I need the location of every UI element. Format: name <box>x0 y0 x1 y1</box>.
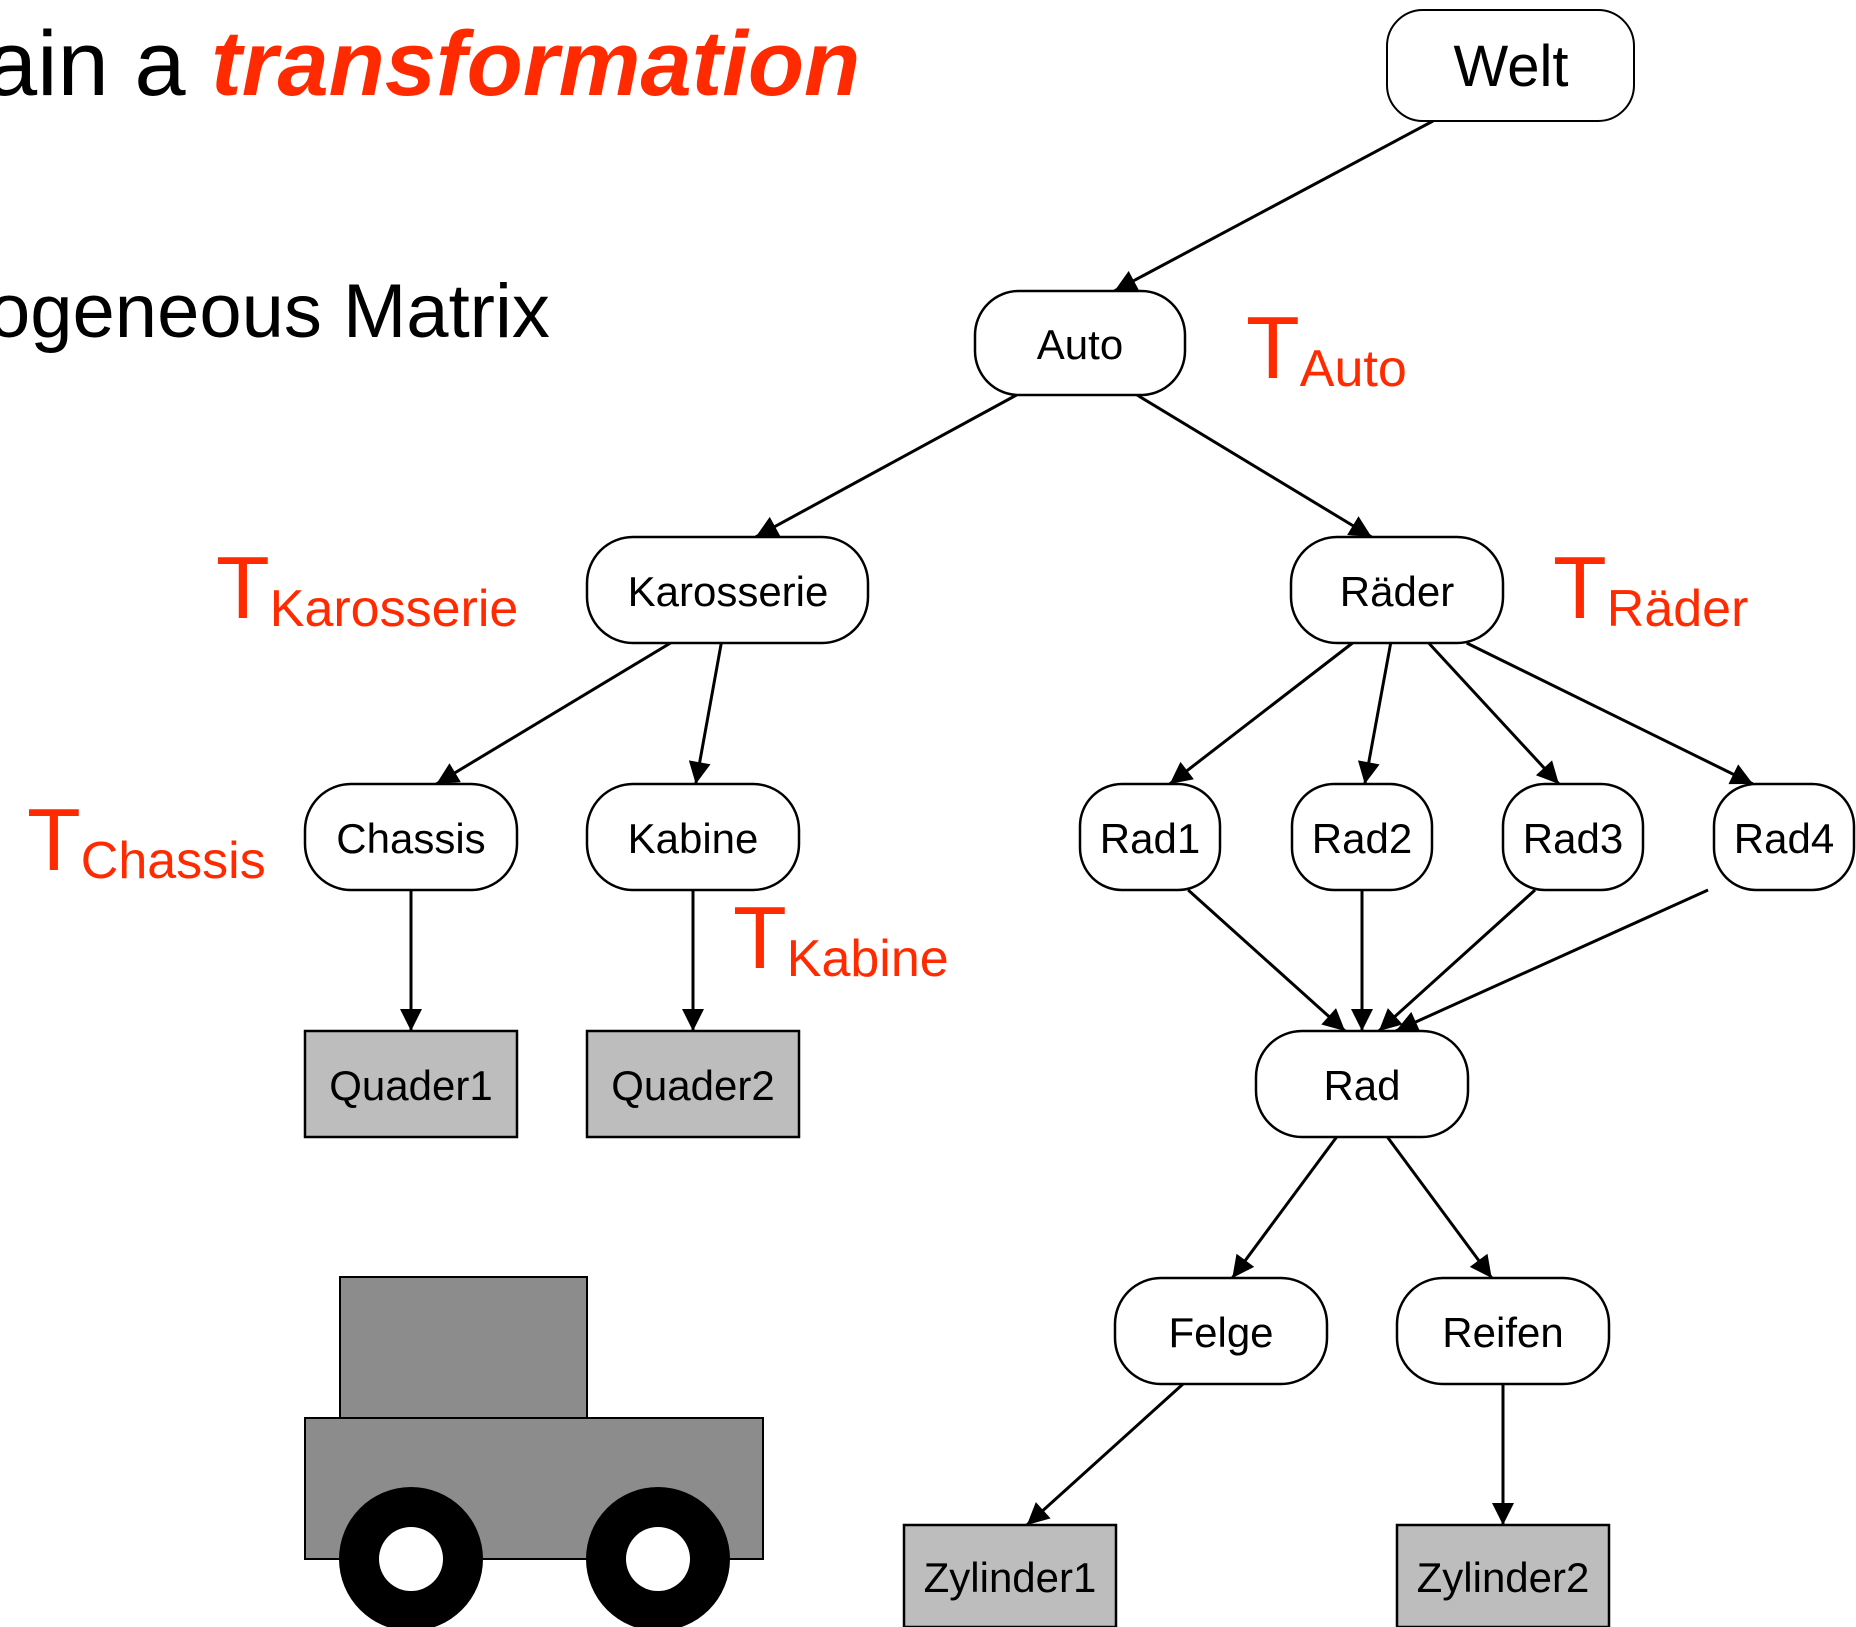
edge-karosserie-to-chassis <box>435 641 672 786</box>
node-rad4: Rad4 <box>1712 782 1856 892</box>
edge-rad4-to-rad <box>1395 888 1709 1033</box>
car-cabin <box>339 1276 588 1422</box>
node-rad1: Rad1 <box>1078 782 1222 892</box>
transform-label-auto: TAuto <box>1246 298 1407 398</box>
node-rad3-label: Rad3 <box>1523 815 1623 862</box>
shape-zylinder2-label: Zylinder2 <box>1417 1554 1590 1601</box>
node-rad2-label: Rad2 <box>1312 815 1412 862</box>
node-karosserie: Karosserie <box>585 535 870 645</box>
slide-title-prefix: ain a <box>0 13 212 115</box>
node-rad1-label: Rad1 <box>1100 815 1200 862</box>
car-wheel-right <box>586 1487 730 1627</box>
edge-rad-to-reifen <box>1386 1136 1493 1279</box>
transform-label-raeder: TRäder <box>1553 538 1748 638</box>
node-rad2: Rad2 <box>1290 782 1434 892</box>
transform-label-kabine: TKabine <box>733 888 949 988</box>
edge-raeder-to-rad3 <box>1427 641 1561 786</box>
node-chassis-label: Chassis <box>336 815 485 862</box>
shape-zylinder1: Zylinder1 <box>902 1523 1118 1627</box>
node-raeder-label: Räder <box>1340 568 1454 615</box>
shape-zylinder1-label: Zylinder1 <box>924 1554 1097 1601</box>
edge-auto-to-raeder <box>1136 393 1373 539</box>
edge-rad-to-felge <box>1231 1136 1338 1279</box>
node-raeder: Räder <box>1289 535 1505 645</box>
edge-auto-to-karosserie <box>754 393 1018 539</box>
transform-label-karosserie: TKarosserie <box>216 538 518 638</box>
node-rad-label: Rad <box>1323 1062 1400 1109</box>
node-rad: Rad <box>1254 1029 1470 1139</box>
node-rad4-label: Rad4 <box>1734 815 1834 862</box>
slide-title: ain a transformation <box>0 8 860 120</box>
slide-bullet: ogeneous Matrix <box>0 269 550 354</box>
shape-quader1: Quader1 <box>303 1029 519 1139</box>
car-wheel-left <box>339 1487 483 1627</box>
node-felge: Felge <box>1113 1276 1329 1386</box>
node-reifen-label: Reifen <box>1442 1309 1563 1356</box>
node-kabine: Kabine <box>585 782 801 892</box>
edge-felge-to-zylinder1 <box>1025 1382 1185 1527</box>
node-rad3: Rad3 <box>1501 782 1645 892</box>
node-chassis: Chassis <box>303 782 519 892</box>
edge-rad3-to-rad <box>1377 888 1537 1033</box>
edge-raeder-to-rad1 <box>1168 641 1354 786</box>
edge-karosserie-to-kabine <box>688 642 723 785</box>
node-welt-label: Welt <box>1454 34 1569 99</box>
edge-raeder-to-rad2 <box>1357 642 1393 785</box>
node-kabine-label: Kabine <box>628 815 759 862</box>
transform-label-chassis: TChassis <box>27 790 266 890</box>
node-auto-label: Auto <box>1037 321 1123 368</box>
edge-rad1-to-rad <box>1187 888 1347 1033</box>
shape-quader2-label: Quader2 <box>611 1062 774 1109</box>
shape-zylinder2: Zylinder2 <box>1395 1523 1611 1627</box>
node-auto: Auto <box>973 289 1187 397</box>
node-karosserie-label: Karosserie <box>628 568 829 615</box>
shape-quader2: Quader2 <box>585 1029 801 1139</box>
shape-quader1-label: Quader1 <box>329 1062 492 1109</box>
node-felge-label: Felge <box>1168 1309 1273 1356</box>
node-welt: Welt <box>1386 9 1635 122</box>
edge-welt-to-auto <box>1113 119 1434 293</box>
node-reifen: Reifen <box>1395 1276 1611 1386</box>
car-illustration <box>304 1276 764 1627</box>
slide-title-emphasis: transformation <box>211 13 861 115</box>
edge-raeder-to-rad4 <box>1465 641 1754 786</box>
graph-edges <box>400 119 1754 1527</box>
